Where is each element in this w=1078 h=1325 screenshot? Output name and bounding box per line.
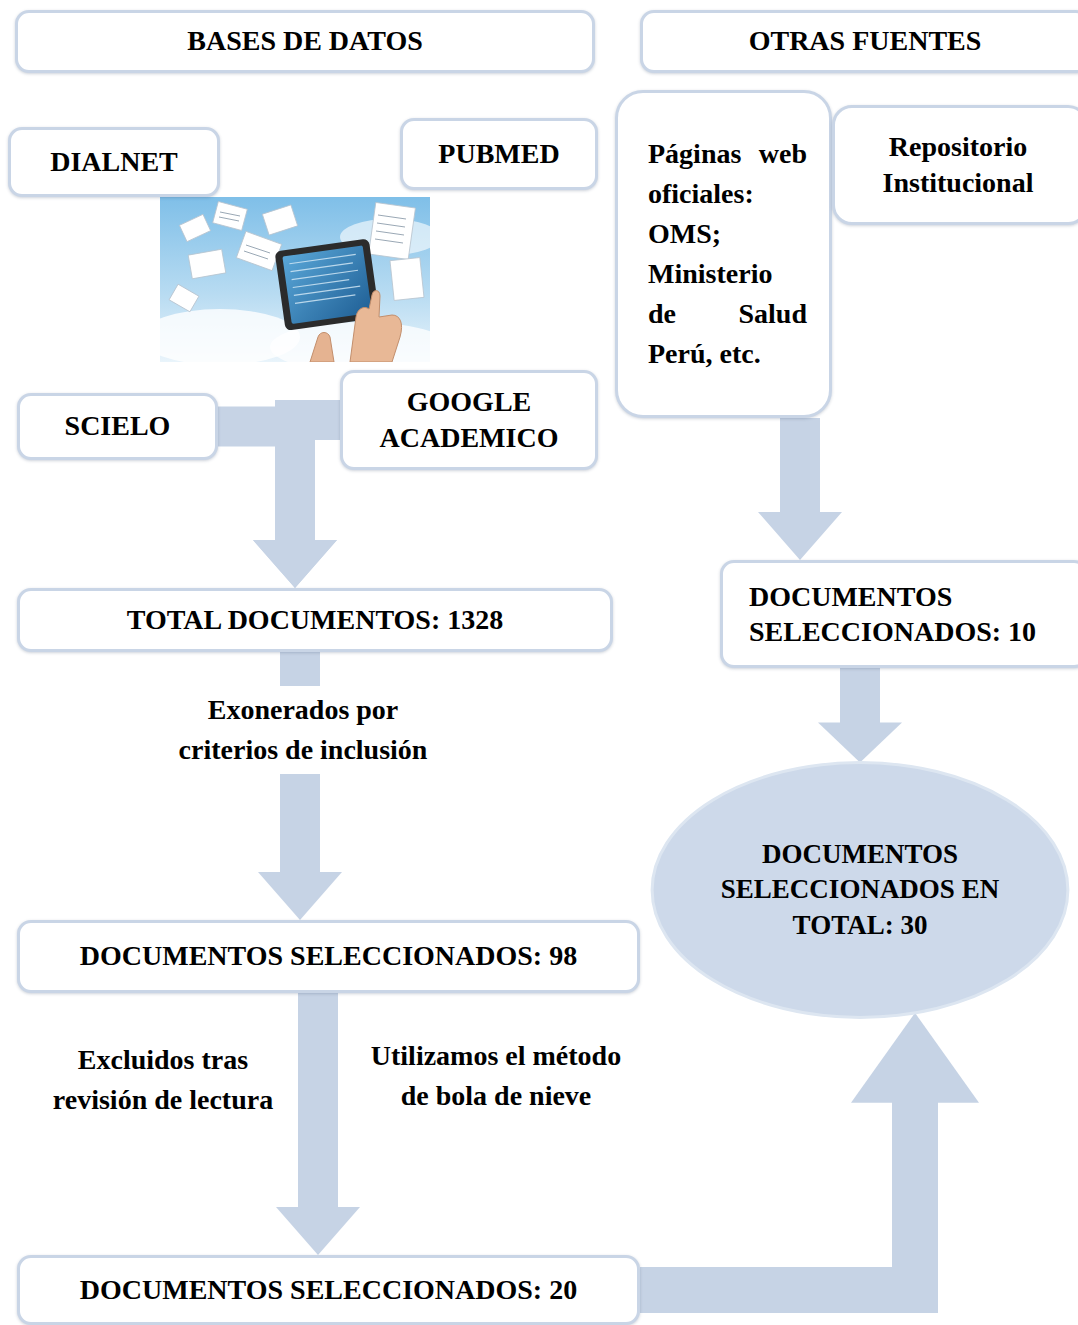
node-text: Repositorio Institucional xyxy=(849,129,1067,202)
node-text: PUBMED xyxy=(417,136,581,172)
arrow-shaft xyxy=(780,418,820,513)
arrow-head xyxy=(276,1207,360,1255)
arrow-head xyxy=(851,1013,979,1103)
source-box: Páginas web oficiales: OMS; Ministerio d… xyxy=(615,90,832,418)
node-text: GOOGLE ACADEMICO xyxy=(357,384,581,457)
arrow-head xyxy=(253,540,337,588)
node-text: DOCUMENTOS SELECCIONADOS: 20 xyxy=(34,1272,623,1308)
count-box: DOCUMENTOS SELECCIONADOS: 98 xyxy=(17,920,640,993)
database-box: SCIELO xyxy=(17,393,218,460)
arrow-shaft xyxy=(295,420,340,541)
block-arrow xyxy=(253,420,340,588)
count-box: DOCUMENTOS SELECCIONADOS: 20 xyxy=(17,1255,640,1325)
digital-library-illustration xyxy=(160,197,430,362)
source-box: Repositorio Institucional xyxy=(832,105,1078,225)
header-box: OTRAS FUENTES xyxy=(640,10,1078,73)
block-arrow xyxy=(276,993,360,1255)
block-arrow xyxy=(640,1013,979,1290)
database-box: GOOGLE ACADEMICO xyxy=(340,370,598,470)
snowball-note: Utilizamos el método de bola de nieve xyxy=(360,1036,632,1116)
arrow-head xyxy=(818,723,902,763)
arrow-head xyxy=(258,872,342,920)
header-box: BASES DE DATOS xyxy=(15,10,595,73)
arrow-head xyxy=(253,540,337,588)
node-text: SCIELO xyxy=(34,408,201,444)
block-arrow xyxy=(818,668,902,763)
node-text: DOCUMENTOS SELECCIONADOS: 10 xyxy=(749,579,1065,649)
node-text: DIALNET xyxy=(25,144,203,180)
database-box: DIALNET xyxy=(8,127,220,197)
node-text: OTRAS FUENTES xyxy=(657,23,1073,59)
node-text: Páginas web oficiales: OMS; Ministerio d… xyxy=(648,134,807,374)
arrow-shaft xyxy=(840,668,880,724)
arrow-shaft xyxy=(640,1102,915,1290)
count-box: DOCUMENTOS SELECCIONADOS: 10 xyxy=(720,560,1078,668)
arrow-shaft xyxy=(298,993,338,1208)
node-text: DOCUMENTOS SELECCIONADOS: 98 xyxy=(34,938,623,974)
exclusion-note: Excluidos tras revisión de lectura xyxy=(28,1040,298,1120)
count-box: TOTAL DOCUMENTOS: 1328 xyxy=(17,588,613,652)
node-text: BASES DE DATOS xyxy=(32,23,578,59)
edge-label: Exonerados por criterios de inclusión xyxy=(172,686,434,774)
node-text: DOCUMENTOS SELECCIONADOS EN TOTAL: 30 xyxy=(720,837,1000,942)
total-ellipse: DOCUMENTOS SELECCIONADOS EN TOTAL: 30 xyxy=(650,760,1070,1020)
node-text: TOTAL DOCUMENTOS: 1328 xyxy=(34,602,596,638)
arrow-head xyxy=(758,512,842,560)
database-box: PUBMED xyxy=(400,118,598,190)
block-arrow xyxy=(758,418,842,560)
